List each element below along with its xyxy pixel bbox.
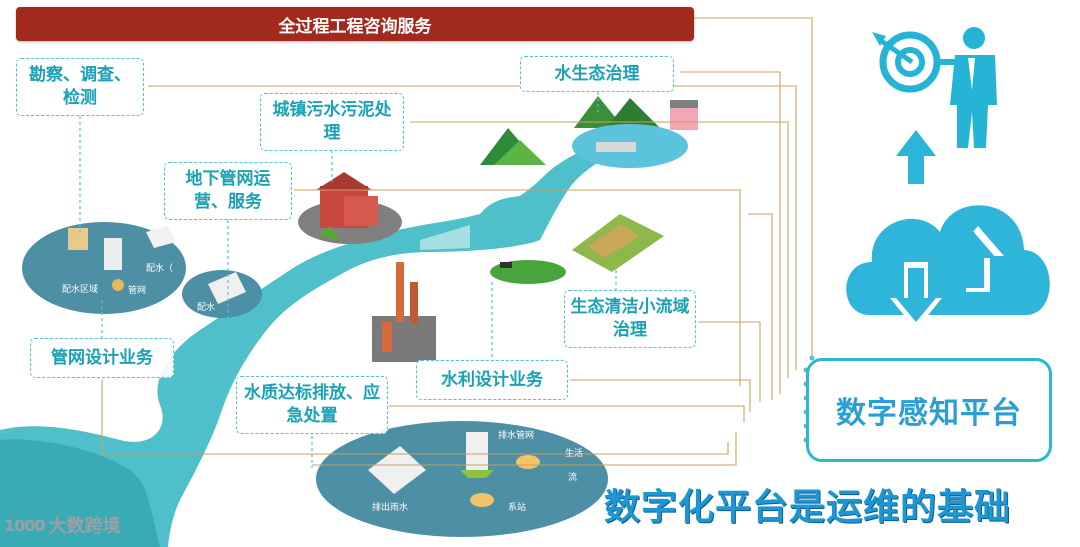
cow-hill bbox=[490, 260, 566, 284]
watermark-logo: 1000 bbox=[4, 516, 45, 535]
map-text-life: 生活 bbox=[565, 446, 583, 459]
map-text-dist-left: 配水 bbox=[197, 300, 215, 313]
farmland bbox=[572, 214, 664, 272]
label-underground: 地下管网运营、服务 bbox=[164, 162, 292, 220]
label-survey: 勘察、调查、检测 bbox=[16, 58, 144, 116]
slogan: 数字化平台是运维的基础 bbox=[604, 478, 1011, 530]
label-discharge: 水质达标排放、应急处置 bbox=[236, 376, 388, 434]
factory bbox=[372, 262, 436, 362]
label-sludge: 城镇污水污泥处理 bbox=[260, 93, 404, 151]
digital-platform-box: 数字感知平台 bbox=[806, 358, 1052, 462]
map-text-pipe: 管网 bbox=[128, 283, 146, 296]
cloud-sync-icon bbox=[846, 205, 1050, 330]
watermark: 1000 大数跨境 bbox=[4, 512, 121, 538]
label-water-eco: 水生态治理 bbox=[520, 56, 674, 92]
target-person-icon bbox=[872, 27, 997, 148]
label-eco-basin: 生态清洁小流域治理 bbox=[564, 290, 696, 348]
sludge-plant bbox=[298, 172, 402, 244]
mountain-left bbox=[480, 128, 546, 165]
eco-lake bbox=[572, 96, 698, 168]
title-banner: 全过程工程咨询服务 bbox=[16, 7, 694, 41]
drain-island bbox=[316, 421, 608, 537]
arrow-up-icon bbox=[896, 130, 936, 184]
map-text-rainwater: 排出雨水 bbox=[372, 500, 408, 513]
watermark-text: 大数跨境 bbox=[49, 512, 121, 538]
map-text-dist: 配水（ bbox=[146, 261, 173, 274]
map-text-station: 系站 bbox=[508, 500, 526, 513]
map-text-flow: 流 bbox=[568, 470, 577, 483]
small-island bbox=[182, 270, 262, 318]
label-hydraulic: 水利设计业务 bbox=[416, 360, 568, 400]
label-pipe-design: 管网设计业务 bbox=[30, 338, 174, 378]
map-text-drain-net: 排水管网 bbox=[498, 428, 534, 441]
map-text-zone: 配水区域 bbox=[62, 282, 98, 295]
